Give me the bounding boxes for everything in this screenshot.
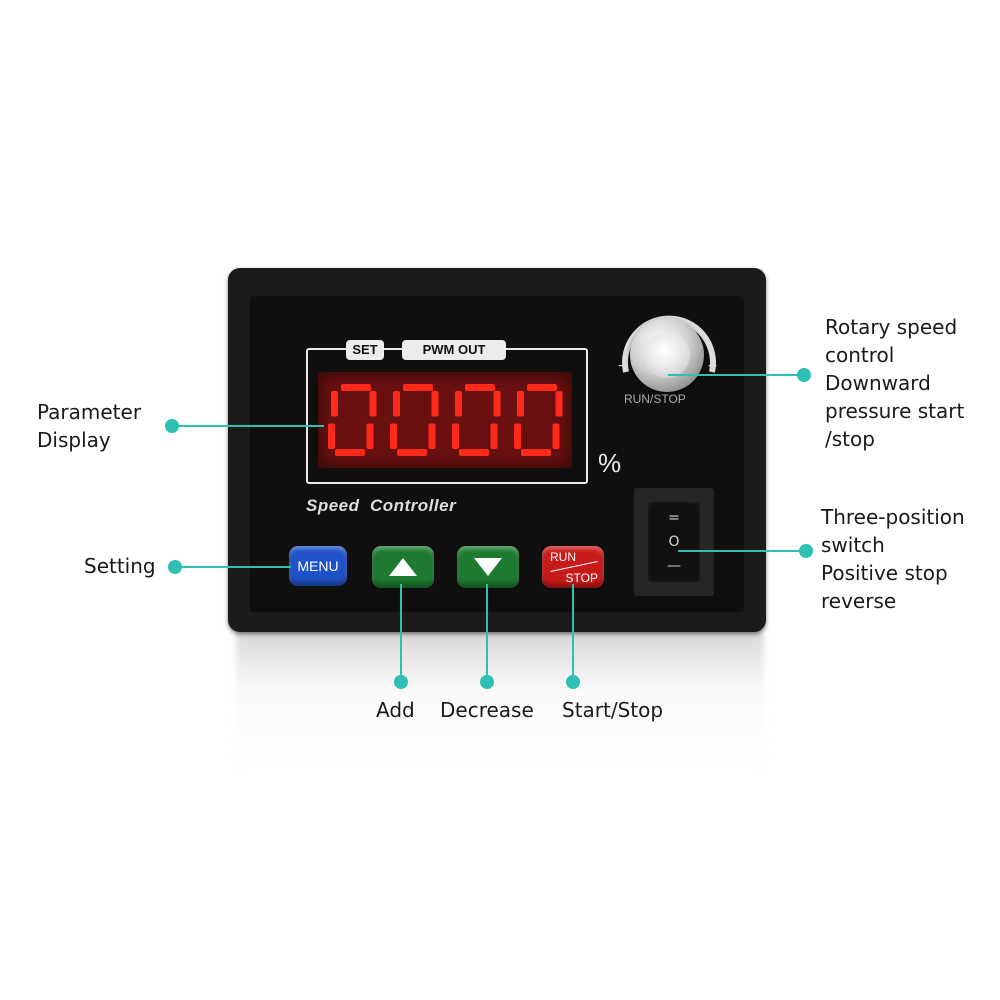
callout-text-line: Downward [825, 371, 931, 395]
menu-button[interactable]: MENU [289, 546, 347, 586]
led-seg-f [331, 391, 338, 417]
led-seg-e [328, 423, 335, 449]
led-seg-b [369, 391, 377, 417]
led-seg-e [390, 423, 397, 449]
knob-cap [644, 332, 690, 378]
led-seg-b [555, 391, 563, 417]
knob-minus-label: − [618, 358, 628, 375]
callout-line [172, 425, 324, 427]
callout-text-line: switch [821, 533, 885, 557]
led-seg-f [455, 391, 462, 417]
percent-unit: % [598, 448, 622, 478]
callout-text-line: reverse [821, 589, 897, 613]
switch-reverse-symbol: — [667, 558, 681, 574]
led-seg-c [552, 423, 560, 449]
callout-line [668, 374, 804, 376]
led-seg-a [465, 384, 495, 391]
brand-label: Speed Controller [306, 496, 457, 515]
switch-off-symbol: O [668, 534, 680, 550]
knob-run-stop-label: RUN/STOP [624, 392, 686, 406]
callout-line [678, 550, 806, 552]
callout-dot [480, 675, 494, 689]
switch-forward-symbol: = [668, 510, 680, 526]
knob-plus-label: + [708, 358, 718, 375]
led-seg-c [490, 423, 498, 449]
led-seg-d [459, 449, 489, 456]
led-seg-e [514, 423, 521, 449]
callout-line [486, 584, 488, 682]
led-seg-f [517, 391, 524, 417]
callout-line [572, 584, 574, 682]
callout-line [400, 584, 402, 682]
led-seg-d [521, 449, 551, 456]
callout-text-line: Rotary speed [825, 315, 958, 339]
callout-dot [394, 675, 408, 689]
led-seg-a [527, 384, 557, 391]
led-seg-a [403, 384, 433, 391]
pwm-out-tab: PWM OUT [402, 340, 506, 360]
led-seg-e [452, 423, 459, 449]
run-stop-button[interactable]: RUN STOP [542, 546, 604, 588]
callout-start-stop: Start/Stop [562, 698, 664, 722]
callout-text-line: Three-position [821, 505, 965, 529]
arrow-down-icon [474, 558, 502, 576]
led-seg-c [428, 423, 436, 449]
callout-parameter-display: Parameter Display [37, 398, 141, 454]
device-reflection [236, 628, 764, 768]
callout-line [175, 566, 291, 568]
led-seg-c [366, 423, 374, 449]
decrease-button[interactable] [457, 546, 519, 588]
led-seg-d [335, 449, 365, 456]
add-button[interactable] [372, 546, 434, 588]
set-tab: SET [346, 340, 384, 360]
led-seg-b [431, 391, 439, 417]
callout-setting: Setting [84, 554, 156, 578]
callout-text-line: Parameter [37, 400, 142, 424]
callout-dot [566, 675, 580, 689]
callout-dot [797, 368, 811, 382]
callout-decrease: Decrease [440, 698, 534, 722]
led-seg-b [493, 391, 501, 417]
callout-text-line: control [825, 343, 895, 367]
callout-text-line: Display [37, 428, 111, 452]
callout-text-line: Positive stop [821, 561, 948, 585]
arrow-up-icon [389, 558, 417, 576]
callout-rotary: Rotary speed control Downward pressure s… [825, 313, 964, 453]
callout-switch: Three-position switch Positive stop reve… [821, 503, 965, 615]
callout-add: Add [376, 698, 415, 722]
run-label: RUN [550, 550, 576, 564]
led-digits [328, 384, 563, 456]
led-seg-a [341, 384, 371, 391]
led-seg-f [393, 391, 400, 417]
callout-text-line: /stop [825, 427, 875, 451]
led-seg-d [397, 449, 427, 456]
switch-rocker [648, 502, 700, 582]
stop-label: STOP [565, 571, 598, 585]
callout-text-line: pressure start [825, 399, 965, 423]
callout-dot [799, 544, 813, 558]
